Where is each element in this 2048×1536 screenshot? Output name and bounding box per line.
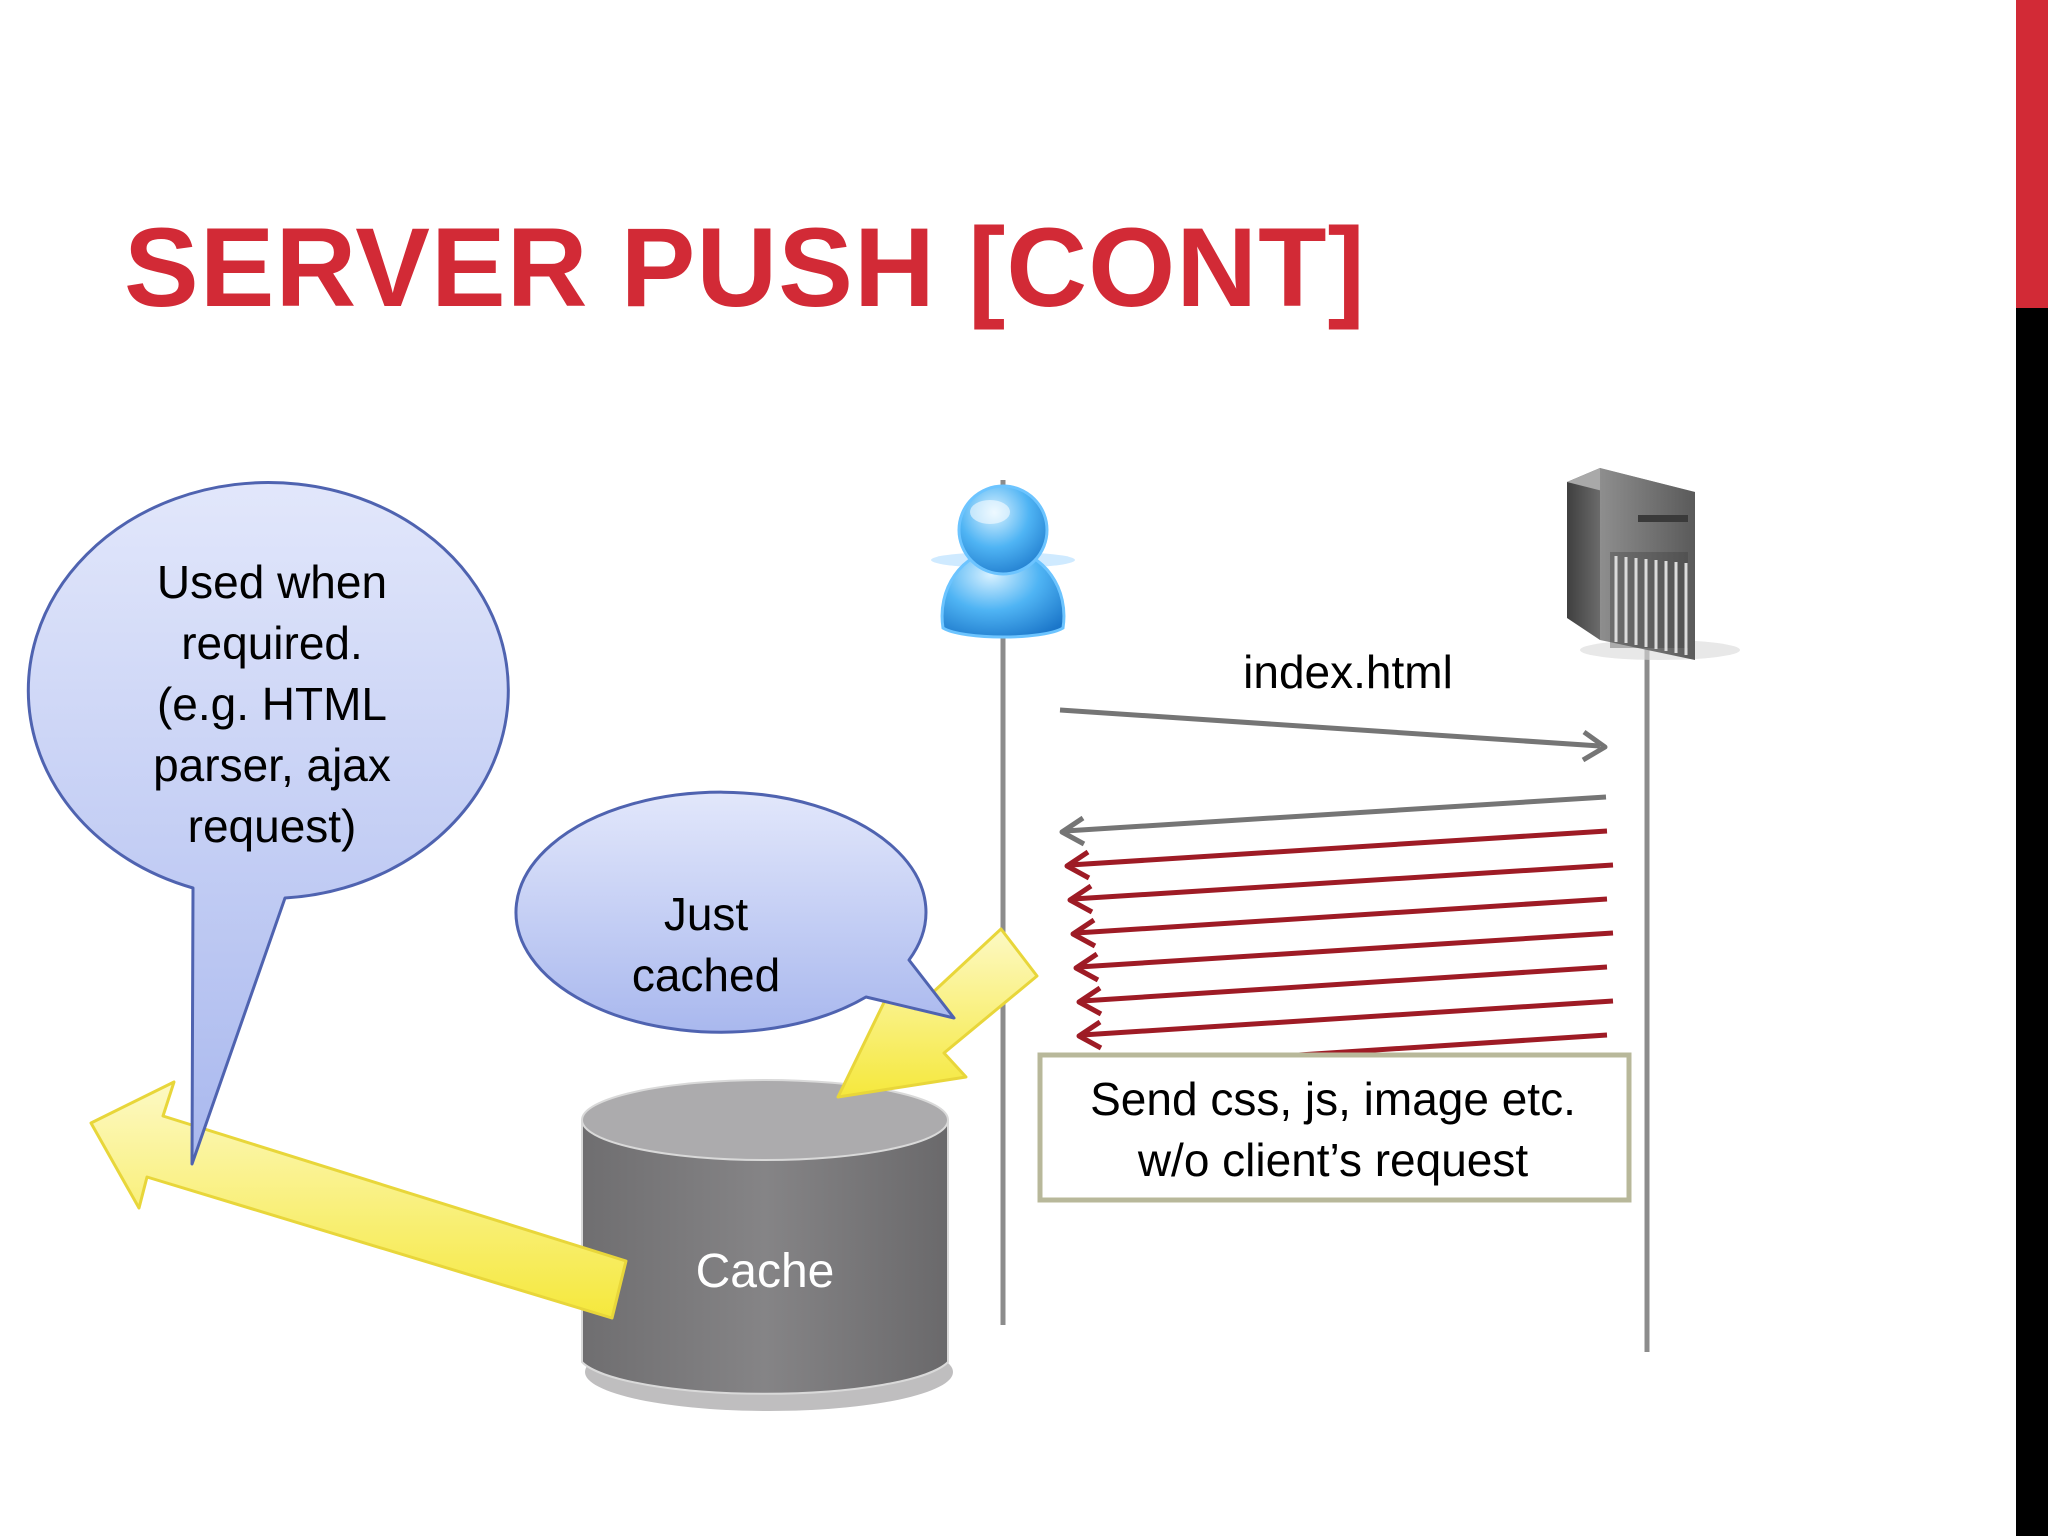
push-arrow-head [1076,1019,1103,1051]
user-icon [931,484,1075,639]
cache-label: Cache [696,1245,835,1298]
push-arrow-head [1076,985,1103,1017]
slide-title: SERVER PUSH [CONT] [124,205,1366,330]
push-arrow-line [1072,862,1614,902]
push-arrow-line [1081,964,1608,1004]
push-arrow-line [1081,998,1614,1038]
cache-cylinder: Cache [581,1079,953,1411]
push-arrow-head [1067,883,1094,915]
accent-bar [2016,0,2048,308]
request-arrow [1059,707,1608,763]
push-note-line1: Send css, js, image etc. [1090,1073,1576,1125]
bubble-line: request) [188,800,357,852]
server-tower-icon [1567,468,1740,660]
block-arrow-from-cache [89,1080,628,1320]
just-cached-text: Just cached [632,888,780,1001]
bubble-line: Just [664,888,749,940]
bubble-line: Used when [157,556,387,608]
push-note-line2: w/o client’s request [1137,1134,1529,1186]
push-arrows [1064,828,1614,1085]
bubble-line: (e.g. HTML [157,678,387,730]
bubble-line: cached [632,949,780,1001]
push-arrow-head [1064,849,1091,881]
push-arrow-head [1070,917,1097,949]
just-cached-bubble: Just cached [514,790,956,1034]
bubble-line: parser, ajax [153,739,391,791]
request-label: index.html [1243,646,1453,698]
used-when-required-bubble: Used when required. (e.g. HTML parser, ajax… [26,481,510,1166]
bubble-line: required. [181,617,363,669]
push-arrow-line [1069,828,1608,868]
push-note-box: Send css, js, image etc. w/o client’s re… [1037,1052,1632,1203]
push-arrow-line [1078,930,1614,970]
push-arrow-line [1075,896,1608,936]
used-when-required-text: Used when required. (e.g. HTML parser, ajax… [153,556,391,852]
push-arrow-head [1073,951,1100,983]
response-arrow [1059,794,1607,847]
edge-bar [2016,308,2048,1536]
